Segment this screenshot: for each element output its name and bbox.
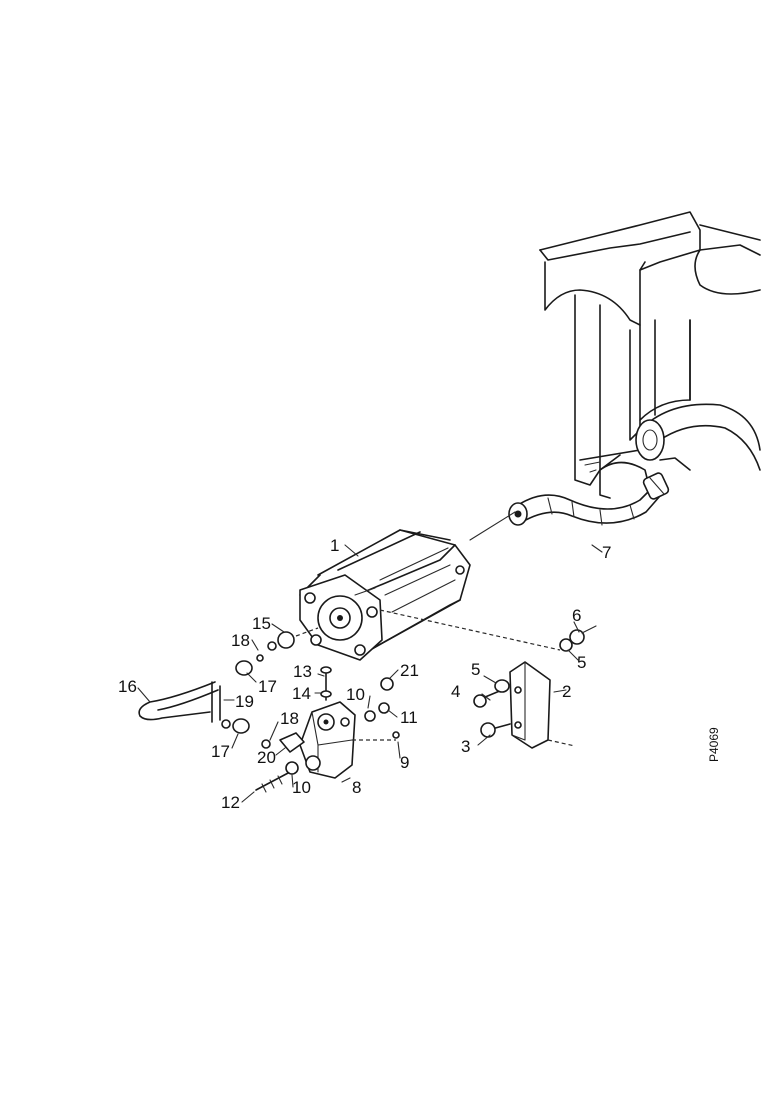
- callout-5: 5: [577, 653, 586, 672]
- pump-assembly: [255, 666, 400, 793]
- callout-4: 4: [451, 682, 460, 701]
- callout-5: 5: [471, 660, 480, 679]
- callout-17: 17: [258, 677, 277, 696]
- hose: [508, 472, 670, 526]
- callout-20: 20: [257, 748, 276, 767]
- callout-8: 8: [352, 778, 361, 797]
- callout-17: 17: [211, 742, 230, 761]
- callout-13: 13: [293, 662, 312, 681]
- callout-6: 6: [572, 606, 581, 625]
- callout-10: 10: [292, 778, 311, 797]
- callout-3: 3: [461, 737, 470, 756]
- callout-16: 16: [118, 677, 137, 696]
- callout-14: 14: [292, 684, 311, 703]
- callout-labels: 1 2 3 4 5 5 6 7 8 9 10 10 11 12 13 14 15…: [118, 536, 721, 812]
- callout-21: 21: [400, 661, 419, 680]
- callout-12: 12: [221, 793, 240, 812]
- callout-7: 7: [602, 543, 611, 562]
- engine-block: [539, 211, 761, 499]
- callout-18: 18: [280, 709, 299, 728]
- cylinder: [299, 511, 561, 661]
- callout-2: 2: [562, 682, 571, 701]
- drawing-code: P4069: [707, 727, 721, 762]
- callout-10: 10: [346, 685, 365, 704]
- mounting-bracket: [473, 625, 597, 749]
- callout-15: 15: [252, 614, 271, 633]
- callout-18: 18: [231, 631, 250, 650]
- leader-lines: [137, 544, 603, 803]
- callout-19: 19: [235, 692, 254, 711]
- fuel-pipe: [138, 627, 319, 734]
- callout-11: 11: [400, 708, 418, 727]
- callout-1: 1: [330, 536, 339, 555]
- callout-9: 9: [400, 753, 409, 772]
